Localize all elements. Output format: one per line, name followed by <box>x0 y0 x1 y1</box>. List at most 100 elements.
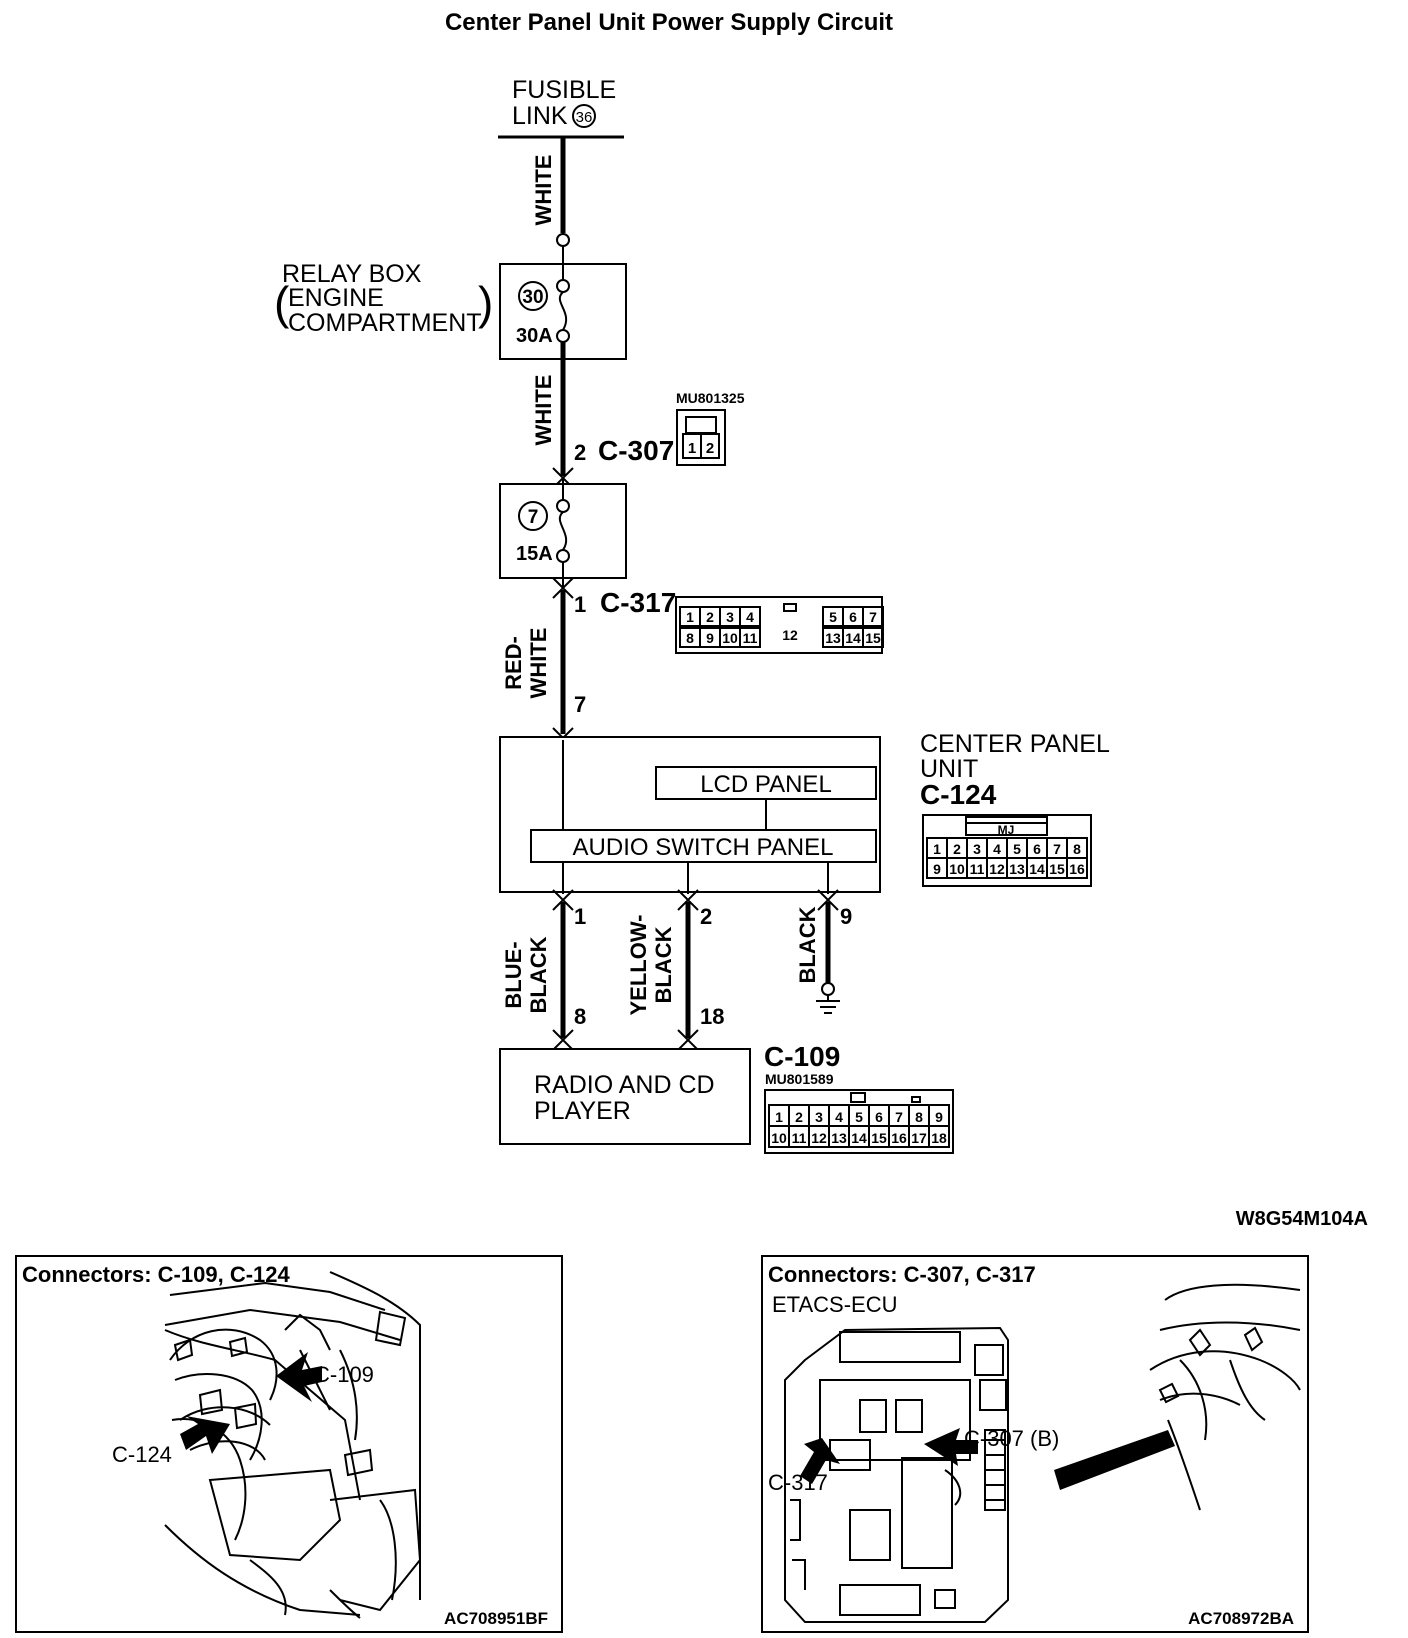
fusible-link-number-circle <box>572 104 596 128</box>
c124-out1-mark-bottom <box>552 898 574 911</box>
fuse-7-circle <box>518 501 548 531</box>
leader-wedge-icon <box>1054 1430 1175 1490</box>
c317-pin-label: 2 <box>706 609 714 625</box>
c124-mj-label: MJ <box>998 823 1015 837</box>
c109-pin-label: 9 <box>935 1109 943 1125</box>
lcd-panel-label: LCD PANEL <box>700 771 832 798</box>
c317-mark-bottom <box>552 586 574 599</box>
c109-pin-label: 14 <box>851 1130 867 1146</box>
fuse-7-rating: 15A <box>516 543 553 565</box>
relay-box-label: RELAY BOX <box>282 260 422 288</box>
center-panel-label-1: CENTER PANEL <box>920 730 1110 758</box>
audio-switch-panel-label: AUDIO SWITCH PANEL <box>573 834 834 861</box>
c317-pin-cell <box>739 627 761 648</box>
c317-name: C-317 <box>600 587 676 618</box>
wire-label-white-1: WHITE <box>531 155 556 226</box>
lcd-panel-box <box>655 766 877 800</box>
c109-pin-cell <box>928 1125 950 1148</box>
c317-pin-label: 14 <box>845 630 861 646</box>
inset-right-title: Connectors: C-307, C-317 <box>768 1262 1036 1287</box>
c109-pin-label: 7 <box>895 1109 903 1125</box>
harness-sketch <box>1149 1283 1301 1511</box>
c317-pin-label: 3 <box>726 609 734 625</box>
radio-pin-8: 8 <box>574 1004 586 1029</box>
wire-label-yellow-black-2: BLACK <box>651 926 676 1003</box>
c317-pin-label: 1 <box>686 609 694 625</box>
c109-mark-bottom-2 <box>677 1038 699 1051</box>
fuse-30-circle <box>518 281 548 311</box>
c109-pin-label: 16 <box>891 1130 907 1146</box>
inset-left-label-c124: C-124 <box>112 1442 172 1467</box>
ground-terminal <box>821 982 835 996</box>
c124-pin-label: 16 <box>1069 861 1085 877</box>
c317-pin-label: 15 <box>865 630 881 646</box>
c109-part-number: MU801589 <box>765 1071 834 1087</box>
c317-pin-label: 9 <box>706 630 714 646</box>
c124-out9-mark-bottom <box>817 898 839 911</box>
arrow-icon-c109 <box>276 1352 322 1402</box>
fuse-7-terminal-top <box>556 499 570 513</box>
wire-label-red-white-1: RED- <box>501 636 526 690</box>
c109-pin-label: 13 <box>831 1130 847 1146</box>
c124-pin-cell <box>1066 857 1088 879</box>
c124-pin-label: 15 <box>1049 861 1065 877</box>
radio-cd-player-label-1: RADIO AND CD <box>534 1071 715 1099</box>
relay-box-location-1: ENGINE <box>288 284 384 312</box>
c109-pin-label: 10 <box>771 1130 787 1146</box>
diagram-title: Center Panel Unit Power Supply Circuit <box>445 9 893 36</box>
fuse-7-number: 7 <box>528 507 539 528</box>
wire-label-blue-black-2: BLACK <box>526 936 551 1013</box>
fuse-30-rating: 30A <box>516 325 553 347</box>
fuse-30-terminal-top <box>556 279 570 293</box>
c109-name: C-109 <box>764 1041 840 1072</box>
c109-pin-label: 17 <box>911 1130 927 1146</box>
c109-pin-label: 18 <box>931 1130 947 1146</box>
c109-pin-label: 3 <box>815 1109 823 1125</box>
etacs-ecu-sketch <box>784 1326 1009 1623</box>
c307-pin-2: 2 <box>706 440 714 457</box>
inset-right-label-c307: C-307 (B) <box>964 1426 1059 1451</box>
diagram-code: W8G54M104A <box>1236 1208 1368 1230</box>
c124-pin-label: 5 <box>1013 841 1021 857</box>
c109-pin-label: 11 <box>792 1130 807 1146</box>
inset-panel-right: Connectors: C-307, C-317 ETACS-ECU <box>761 1255 1309 1633</box>
c307-connector-face <box>676 409 726 466</box>
c124-pin-label: 4 <box>993 841 1001 857</box>
c109-pin-label: 6 <box>875 1109 883 1125</box>
c317-pin-label: 11 <box>743 630 758 646</box>
c307-part-number: MU801325 <box>676 390 745 406</box>
c317-pin: 1 <box>574 592 586 617</box>
inset-left-title: Connectors: C-109, C-124 <box>22 1262 291 1287</box>
center-panel-frame <box>499 736 881 893</box>
center-panel-label-2: UNIT <box>920 755 978 783</box>
c317-pin-cell <box>862 627 884 648</box>
radio-cd-player-box <box>499 1048 751 1145</box>
inset-left-label-c109: C-109 <box>314 1362 374 1387</box>
c109-pin-label: 15 <box>871 1130 887 1146</box>
c317-pin-label: 8 <box>686 630 694 646</box>
fusible-link-label-2: LINK <box>512 102 568 130</box>
c317-pin-cell <box>862 606 884 627</box>
c109-mark-bottom-1 <box>552 1038 574 1051</box>
audio-switch-panel-box <box>530 829 877 863</box>
c124-pin-label: 12 <box>989 861 1005 877</box>
wire-label-black: BLACK <box>795 906 820 983</box>
c317-pin-cell <box>739 606 761 627</box>
c124-out2-mark-bottom <box>677 898 699 911</box>
c317-pin-label: 10 <box>722 630 738 646</box>
c124-pin-label: 10 <box>949 861 965 877</box>
arrow-icon-c317 <box>800 1438 840 1484</box>
c124-pin-label: 1 <box>933 841 941 857</box>
fuse-30-terminal-bottom <box>556 329 570 343</box>
wire-label-white-2: WHITE <box>531 375 556 446</box>
wire-label-yellow-black-1: YELLOW- <box>626 915 651 1016</box>
relay-box-paren-close: ) <box>478 277 493 329</box>
c109-pin-label: 1 <box>775 1109 783 1125</box>
c317-pin-label: 7 <box>869 609 877 625</box>
fuse-7-element <box>558 511 568 551</box>
inset-right-label-c317: C-317 <box>768 1470 828 1495</box>
